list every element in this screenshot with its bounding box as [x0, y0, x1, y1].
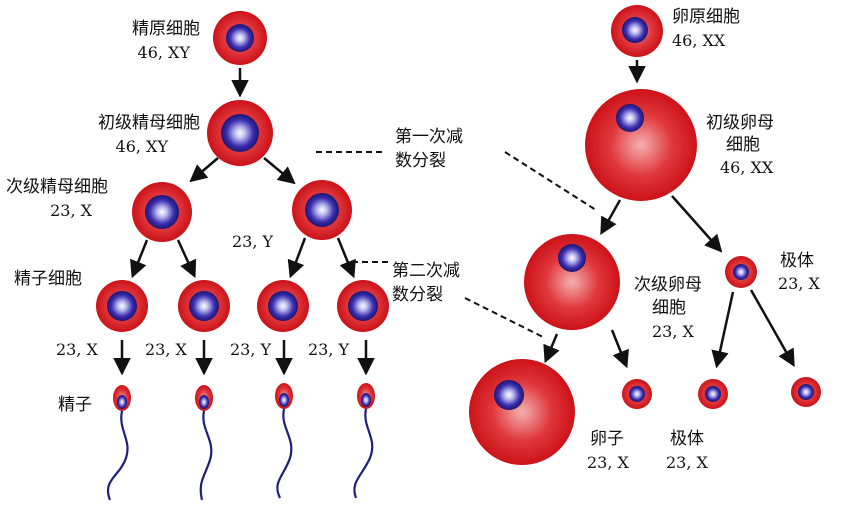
ovum-karyotype: 23, X: [587, 453, 630, 472]
meiosis-1-label-line1: 第一次减: [395, 127, 463, 147]
sperm-3: [275, 383, 293, 499]
spermatid-karyotype-1: 23, X: [56, 340, 99, 359]
meiosis-2-label-line2: 数分裂: [392, 285, 443, 305]
meiosis-1-label-line2: 数分裂: [395, 151, 446, 171]
meiosis-2-dashed-line-right: [464, 297, 546, 339]
first-polar-body-label: 极体: [780, 251, 814, 271]
sperm-1: [107, 385, 131, 501]
secondary-spermatocyte-label: 次级精母细胞: [6, 177, 108, 197]
secondary-spermatocyte-x-cell: [132, 182, 192, 242]
sperm-label: 精子: [58, 395, 92, 415]
arrow: [610, 329, 629, 369]
meiosis-2-label-line1: 第二次减: [392, 261, 460, 281]
primary-oocyte-label-line2: 细胞: [726, 135, 760, 155]
primary-spermatocyte-cell: [207, 100, 273, 166]
spermatid-karyotype-4: 23, Y: [308, 340, 350, 359]
primary-oocyte-cell: [585, 89, 697, 201]
primary-oocyte-karyotype: 46, XX: [720, 158, 774, 177]
second-polar-body-cell-3: [791, 377, 821, 407]
spermatid-cell-4: [337, 280, 389, 332]
oogonium-label: 卵原细胞: [672, 7, 740, 27]
arrow: [189, 157, 219, 183]
ovum-label: 卵子: [590, 429, 624, 449]
spermatid-karyotype-2: 23, X: [145, 340, 188, 359]
arrow: [711, 291, 735, 369]
spermatid-cell-3: [257, 280, 309, 332]
arrow: [749, 289, 795, 368]
secondary-oocyte-label-line1: 次级卵母: [634, 275, 702, 295]
ovum-cell: [469, 359, 575, 465]
first-polar-body-karyotype: 23, X: [778, 274, 821, 293]
secondary-spermatocyte-y-karyotype: 23, Y: [232, 232, 274, 251]
arrow: [600, 199, 622, 236]
secondary-spermatocyte-y-cell: [292, 180, 352, 240]
oogonium-cell: [611, 5, 663, 57]
second-polar-body-label: 极体: [670, 429, 704, 449]
secondary-oocyte-karyotype: 23, X: [652, 322, 695, 341]
sperm-2: [195, 385, 213, 501]
secondary-spermatocyte-x-karyotype: 23, X: [50, 201, 93, 220]
first-polar-body-cell: [725, 256, 757, 288]
spermatid-cell-1: [96, 280, 148, 332]
primary-oocyte-label-line1: 初级卵母: [706, 113, 774, 133]
meiosis-1-dashed-line-right: [504, 151, 597, 211]
arrow: [671, 195, 723, 253]
secondary-oocyte-label-line2: 细胞: [652, 298, 686, 318]
primary-spermatocyte-label: 初级精母细胞: [98, 113, 200, 133]
spermatid-cell-2: [178, 280, 230, 332]
arrow: [336, 237, 356, 279]
sperm-4: [353, 383, 375, 499]
spermatogonium-label: 精原细胞: [132, 19, 200, 39]
second-polar-body-cell-2: [698, 379, 728, 409]
arrow: [287, 237, 307, 279]
arrow: [176, 239, 197, 279]
arrow: [130, 239, 149, 279]
spermatogonium-karyotype: 46, XY: [138, 43, 191, 62]
second-polar-body-cell-1: [622, 379, 652, 409]
spermatid-karyotype-3: 23, Y: [230, 340, 272, 359]
arrow: [543, 333, 560, 364]
second-polar-body-karyotype: 23, X: [666, 453, 709, 472]
spermatid-label: 精子细胞: [14, 269, 82, 289]
spermatogonium-cell: [213, 11, 267, 65]
arrow: [263, 157, 296, 185]
primary-spermatocyte-karyotype: 46, XY: [116, 137, 169, 156]
oogonium-karyotype: 46, XX: [672, 31, 726, 50]
secondary-oocyte-cell: [524, 234, 620, 330]
